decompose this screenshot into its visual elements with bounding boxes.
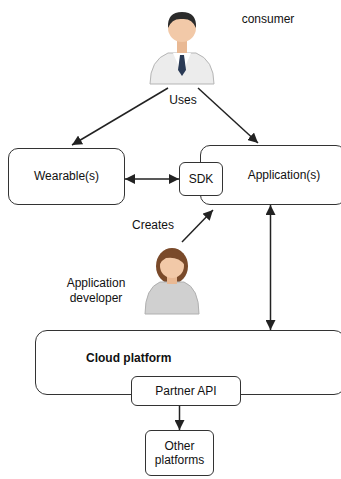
action-label: Uses xyxy=(165,93,201,108)
sdk-box: SDK xyxy=(179,162,223,196)
connector-arrow xyxy=(270,205,272,330)
uses-arrow xyxy=(72,88,168,145)
uses-arrow xyxy=(198,88,258,143)
node-text: Other platforms xyxy=(150,439,209,468)
developer-figure xyxy=(145,248,199,314)
node-text: Wearable(s) xyxy=(34,169,99,183)
platform-box: Cloud platformPartner API xyxy=(35,330,341,395)
connector-arrow xyxy=(179,406,181,430)
device-box: Wearable(s) xyxy=(8,148,125,205)
role-label: consumer xyxy=(233,12,303,27)
role-label: Application developer xyxy=(55,276,137,306)
connector-arrow xyxy=(125,178,179,180)
node-text: SDK xyxy=(189,172,214,186)
action-label: Creates xyxy=(128,218,178,233)
node-text: Cloud platform xyxy=(86,351,171,365)
creates-arrow xyxy=(182,210,213,242)
node-text: Application(s) xyxy=(248,168,321,182)
node-text: Partner API xyxy=(155,384,216,398)
api-box: Partner API xyxy=(131,376,241,406)
consumer-figure xyxy=(150,12,214,84)
platform-box: Other platforms xyxy=(145,430,214,476)
application-box: Application(s)SDK xyxy=(200,145,341,205)
